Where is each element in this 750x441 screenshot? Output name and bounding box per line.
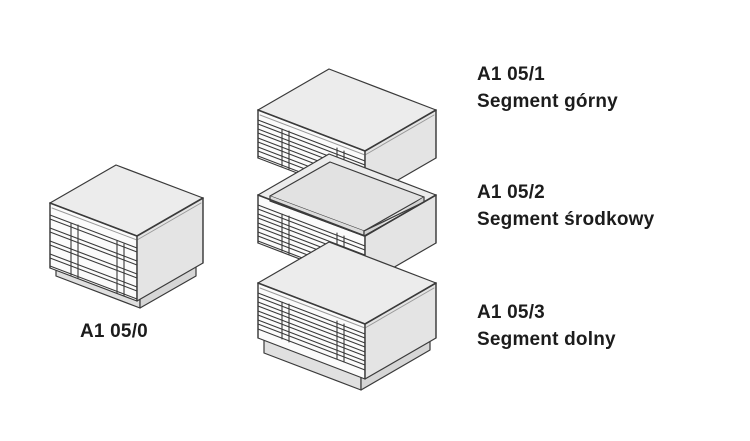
label-middle-segment: A1 05/2 Segment środkowy (477, 180, 654, 233)
cabinet-full-unit (49, 164, 204, 309)
label-bottom-segment-code: A1 05/3 (477, 302, 545, 323)
drawer-handles-bottom (281, 301, 345, 363)
label-bottom-segment: A1 05/3 Segment dolny (477, 300, 616, 353)
label-top-segment-name: Segment górny (477, 91, 618, 112)
drawer-fronts-full (49, 214, 138, 300)
label-bottom-segment-name: Segment dolny (477, 329, 616, 350)
label-full-unit: A1 05/0 (80, 319, 148, 345)
drawer-fronts-bottom (257, 292, 366, 371)
label-full-unit-code: A1 05/0 (80, 321, 148, 342)
label-middle-segment-code: A1 05/2 (477, 182, 545, 203)
label-middle-segment-name: Segment środkowy (477, 209, 655, 230)
drawer-handles-full (70, 222, 125, 297)
label-top-segment: A1 05/1 Segment górny (477, 62, 618, 115)
cabinet-bottom-segment (257, 241, 437, 391)
label-top-segment-code: A1 05/1 (477, 64, 545, 85)
